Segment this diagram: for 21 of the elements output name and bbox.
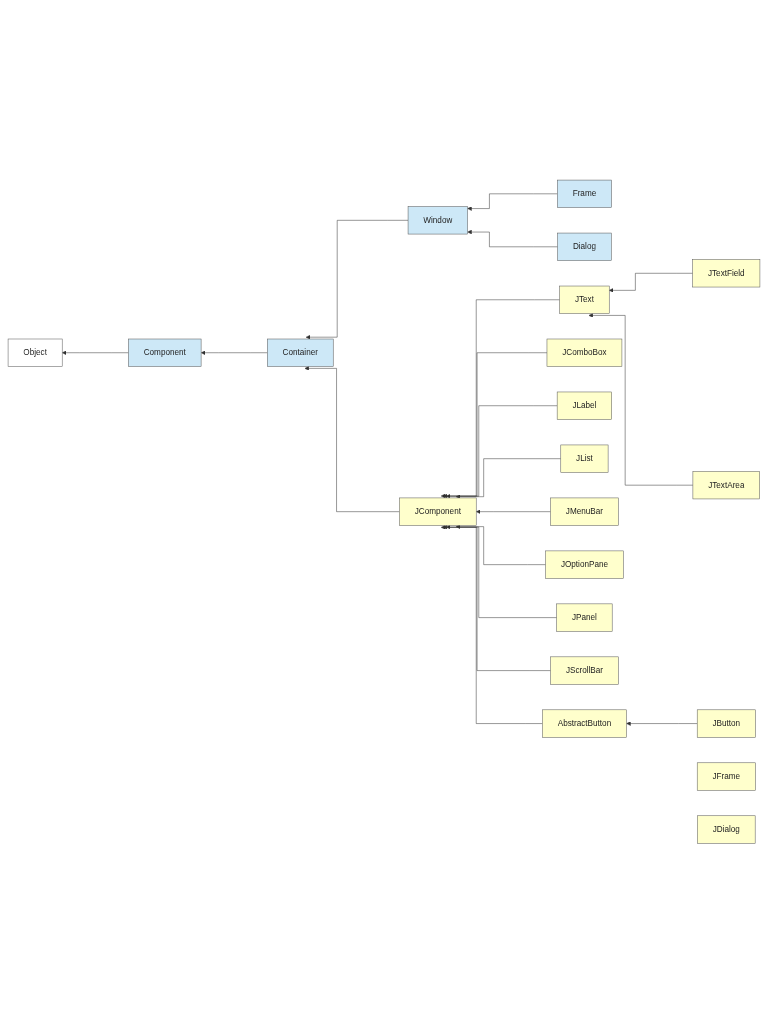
node-box: JComponent	[399, 498, 477, 526]
node-box: Dialog	[557, 233, 612, 262]
node-box: JTextArea	[692, 471, 760, 500]
node-box: Frame	[557, 180, 612, 209]
node-box: JPanel	[556, 603, 613, 632]
node-box: Window	[407, 206, 468, 235]
node-box: JText	[559, 286, 610, 315]
node-box: JComboBox	[546, 339, 623, 368]
node-box: JLabel	[556, 392, 612, 421]
node-box: JMenuBar	[550, 498, 619, 526]
node-box: JList	[560, 445, 609, 474]
node-box: AbstractButton	[542, 709, 627, 738]
node-box: JDialog	[697, 815, 756, 844]
node-box: JButton	[696, 709, 756, 738]
node-box: JTextField	[692, 259, 761, 288]
node-box: Component	[128, 339, 202, 368]
node-box: JScrollBar	[550, 656, 619, 685]
node-box: Container	[267, 339, 334, 368]
node-box: JFrame	[696, 762, 756, 791]
node-box: JOptionPane	[545, 550, 624, 579]
node-box: Object	[7, 339, 63, 368]
